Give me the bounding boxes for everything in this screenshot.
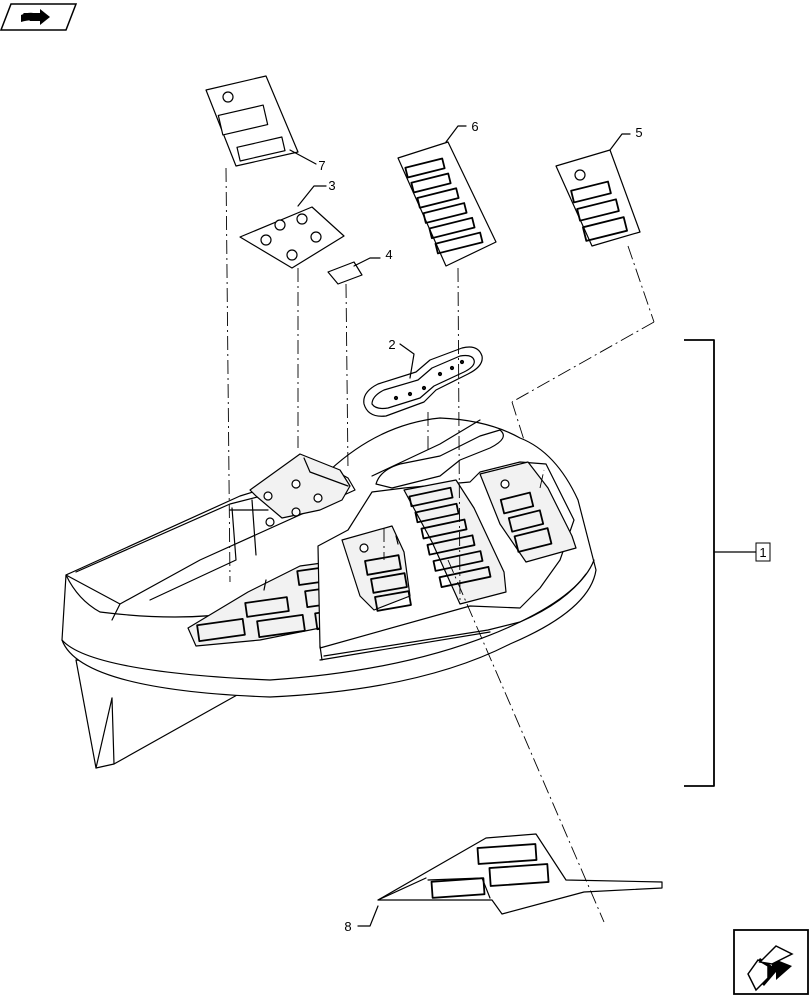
part-7-decal: [205, 75, 299, 167]
callout-1: 1: [759, 545, 766, 560]
alignment-lines: [225, 167, 655, 923]
leader-lines: [289, 125, 631, 927]
part-4-label: [327, 261, 363, 285]
callout-7: 7: [318, 158, 325, 173]
callout-3: 3: [328, 178, 335, 193]
next-page-arrow-icon[interactable]: [733, 929, 809, 995]
part-5-decal: [555, 149, 641, 247]
callout-8: 8: [344, 919, 351, 934]
callout-6: 6: [471, 119, 478, 134]
callouts: 1 2 3 4 5 6 7 8: [318, 119, 771, 934]
callout-2: 2: [388, 337, 395, 352]
callout-5: 5: [635, 125, 642, 140]
console-assembly: [61, 417, 597, 769]
callout-4: 4: [385, 247, 392, 262]
group-bracket: [684, 339, 757, 787]
part-8-bracket: [377, 833, 663, 915]
book-arrow-icon[interactable]: [0, 3, 78, 31]
part-6-decal: [397, 141, 497, 267]
part-3-plate: [239, 206, 345, 269]
callout-1-box: [755, 542, 771, 562]
part-2-bezel: [363, 346, 483, 417]
